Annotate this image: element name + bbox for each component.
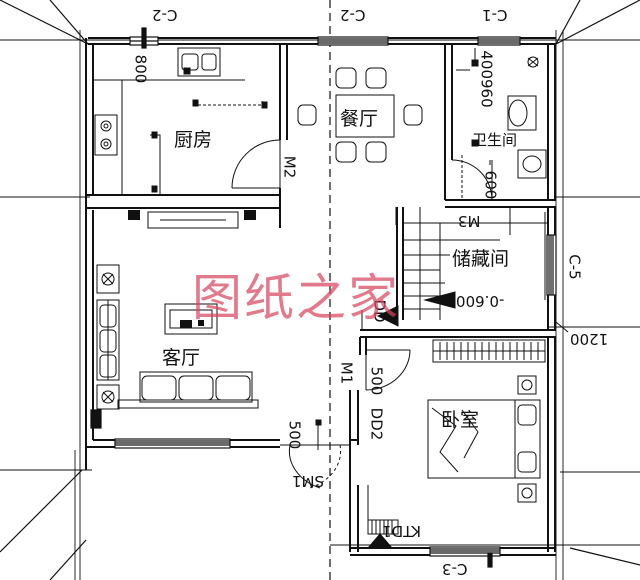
dim-400960: 400960 <box>477 50 496 108</box>
kitchen-fixtures <box>93 47 268 195</box>
dim-600: 600 <box>481 170 500 200</box>
door-label-dd2: DD2 <box>367 407 386 441</box>
dim-500-sm1: 500 <box>285 420 304 450</box>
elevation-label: -0.600 <box>456 292 505 310</box>
room-label-kitchen: 厨房 <box>174 129 213 151</box>
door-bathroom <box>451 159 493 201</box>
room-label-storage: 储藏间 <box>452 248 510 270</box>
door-m1 <box>365 349 411 391</box>
window-label-c3: C-3 <box>442 560 468 578</box>
door-label-m3: M3 <box>458 212 481 230</box>
dim-1200: 1200 <box>570 330 609 348</box>
room-label-bedroom: 卧室 <box>441 409 480 431</box>
dim-500-m1: 500 <box>367 366 386 396</box>
door-m2 <box>231 139 281 189</box>
bedroom-wardrobe <box>432 339 546 363</box>
door-label-sm1: SM1 <box>292 472 325 490</box>
dining-table-set <box>297 67 423 163</box>
dimension-markers <box>315 160 569 450</box>
bedroom-bed <box>427 375 541 503</box>
door-sm1 <box>280 444 350 489</box>
windows <box>90 27 557 568</box>
window-label-c2-right: C-2 <box>340 6 366 24</box>
room-label-living: 客厅 <box>162 347 201 369</box>
room-label-bathroom: 卫生间 <box>472 131 518 149</box>
window-label-c2-left: C-2 <box>152 6 178 24</box>
door-dd <box>361 305 399 330</box>
window-label-c5: C-5 <box>565 254 584 280</box>
door-ktd1 <box>366 485 399 549</box>
door-label-ktd1: KTD1 <box>382 522 421 540</box>
bathroom-fixtures <box>456 48 547 200</box>
dim-800: 800 <box>131 54 150 84</box>
watermark: 图纸之家 <box>192 269 400 327</box>
window-label-c1: C-1 <box>482 6 508 24</box>
storage-stairs <box>403 207 548 320</box>
living-furniture <box>96 210 259 410</box>
door-label-m1: M1 <box>337 361 356 385</box>
door-label-m2: M2 <box>280 155 299 179</box>
room-label-dining: 餐厅 <box>340 108 379 130</box>
